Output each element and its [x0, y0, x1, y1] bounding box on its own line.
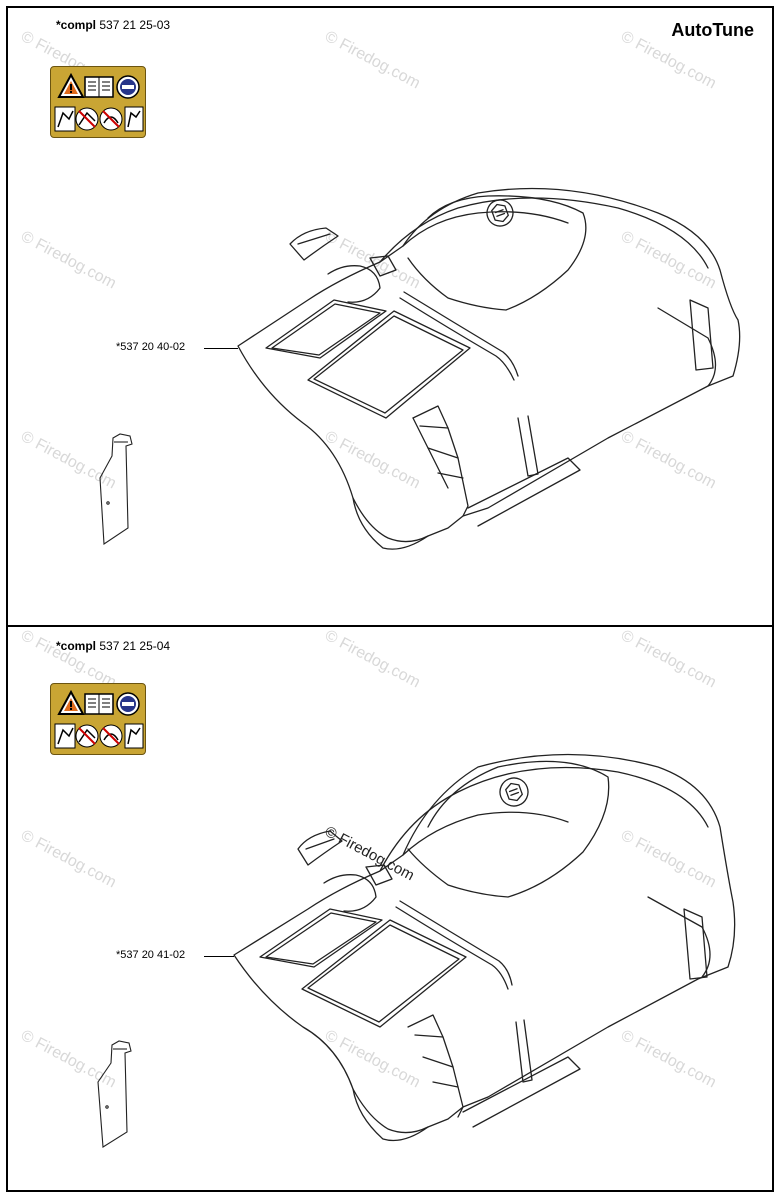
part-number-label[interactable]: *537 20 41-02 [116, 949, 186, 961]
no-one-hand-icon [99, 107, 123, 131]
warning-label-decal [50, 683, 146, 755]
cylinder-cover-drawing [97, 753, 736, 1148]
protective-gear-icon [116, 692, 140, 716]
compl-value: 537 21 25-03 [99, 18, 171, 32]
cylinder-cover-drawing [99, 187, 741, 550]
compl-number: *compl 537 21 25-04 [56, 639, 170, 653]
no-children-icon [54, 106, 76, 132]
leader-line [204, 348, 238, 349]
page-frame [6, 6, 774, 1192]
kickback-icon [75, 107, 99, 131]
warning-triangle-icon [57, 689, 85, 715]
manual-book-icon [84, 693, 114, 715]
manual-book-icon [84, 76, 114, 98]
no-one-hand-icon [99, 724, 123, 748]
no-children-icon [54, 723, 76, 749]
warning-label-decal [50, 66, 146, 138]
compl-value: 537 21 25-04 [99, 639, 171, 653]
part-number-label[interactable]: *537 20 40-02 [116, 341, 186, 353]
wear-gloves-icon [124, 723, 144, 749]
diagram-panel-bottom: © Firedog.com © Firedog.com © Firedog.co… [8, 627, 772, 1190]
compl-number: *compl 537 21 25-03 [56, 18, 170, 32]
wear-gloves-icon [124, 106, 144, 132]
diagram-panel-top: © Firedog.com © Firedog.com © Firedog.co… [8, 8, 772, 625]
compl-prefix: *compl [56, 18, 97, 32]
leader-line [204, 956, 234, 957]
warning-triangle-icon [57, 72, 85, 98]
page-title: AutoTune [671, 20, 754, 40]
kickback-icon [75, 724, 99, 748]
protective-gear-icon [116, 75, 140, 99]
panel-divider [6, 625, 774, 627]
compl-prefix: *compl [56, 639, 97, 653]
